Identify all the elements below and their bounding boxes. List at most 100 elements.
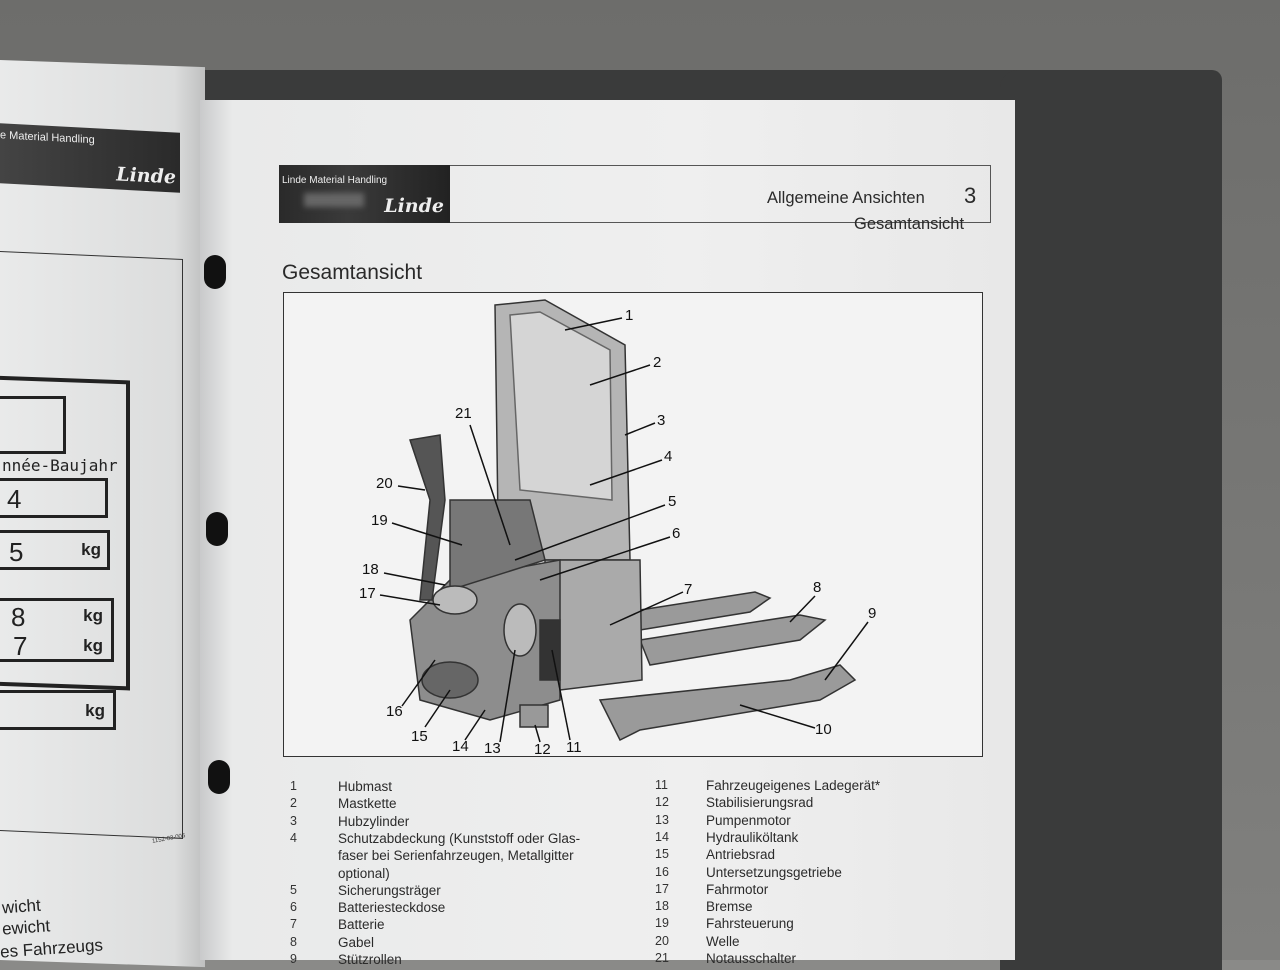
legend-number: 16 [655,864,669,879]
legend-text: Batteriesteckdose [338,900,446,916]
unit-label: kg [83,636,103,655]
legend-number: 1 [290,779,297,793]
callout-lines [379,317,869,743]
subsection-title: Gesamtansicht [854,215,965,233]
callout-2: 2 [653,354,662,371]
legend-number: 3 [290,813,297,828]
tiller [409,434,446,601]
motor [432,585,478,615]
callout-4: 4 [664,448,673,465]
callout-16: 16 [386,703,403,720]
legend-text: Pumpenmotor [706,812,791,828]
callout-11: 11 [566,739,582,756]
legend-number: 9 [290,952,297,966]
mast-grid [509,311,613,501]
legend-text: Fahrsteuerung [706,916,794,932]
legend-number: 2 [290,796,297,811]
legend-number: 12 [655,795,669,810]
callout-19: 19 [371,512,388,529]
legend-number: 14 [655,829,669,844]
callout-18: 18 [362,561,379,578]
section-number: 3 [964,183,977,208]
callout-5: 5 [668,493,677,510]
plate-value: 5 [9,537,24,567]
legend-text: Fahrmotor [706,881,769,897]
charger [539,619,561,681]
legend-text: Fahrzeugeigenes Ladegerät* [706,778,881,793]
legend-text: Sicherungsträger [338,882,441,898]
plate-field-4: 4 [0,478,108,518]
callout-9: 9 [868,605,877,622]
plate-value: 8 [11,602,26,632]
drive-wheel [421,661,479,699]
legend-text: optional) [338,865,390,881]
legend-text: Hubzylinder [338,813,410,829]
legend-text: Untersetzungsgetriebe [706,864,842,880]
stabilizer-wheel [519,704,549,728]
callout-15: 15 [411,728,428,745]
type-plate-field [0,396,66,454]
binder-ring [204,255,226,289]
legend-number: 8 [290,934,297,949]
brand-name: Linde Material Handling [282,175,388,186]
callout-13: 13 [484,740,501,757]
legend-number: 13 [655,812,669,827]
callout-17: 17 [359,585,376,602]
callout-10: 10 [815,721,832,738]
pump-motor [503,603,537,657]
legend-text: Welle [706,933,740,949]
plate-value: 4 [7,484,22,514]
legend-number: 18 [655,899,669,914]
plate-field-5: 5 kg [0,530,110,570]
legend-text: Schutzabdeckung (Kunststoff oder Glas- [338,830,581,846]
legend-text: Stützrollen [338,952,402,967]
section-title: Allgemeine Ansichten [767,189,925,207]
legend-text: Batterie [338,917,385,933]
callout-1: 1 [625,307,634,324]
legend-number: 6 [290,900,297,915]
binder-ring [208,760,230,794]
callout-8: 8 [813,579,822,596]
fork-middle [638,614,827,666]
legend-number: 15 [655,847,669,862]
callout-3: 3 [657,412,666,429]
legend-text: Gabel [338,934,375,950]
fork-right [598,664,857,742]
legend-text: Hydrauliköltank [706,829,799,845]
binder-ring [206,512,228,546]
legend-number: 21 [655,951,669,965]
legend-text: Mastkette [338,796,397,812]
callout-6: 6 [672,525,681,542]
legend-number: 7 [290,917,297,932]
unit-label: kg [81,540,101,559]
legend-text: Antriebsrad [706,847,776,863]
legend-number: 5 [290,882,297,897]
legend-number: 20 [655,933,669,948]
legend-text: Hubmast [338,779,393,794]
unit-label: kg [85,701,105,720]
legend-text: faser bei Serienfahrzeugen, Metallgitter [338,848,574,864]
callout-20: 20 [376,475,393,492]
legend-number: 19 [655,916,669,931]
legend-text: Stabilisierungsrad [706,795,814,811]
page-title: Gesamtansicht [282,261,423,284]
legend-number: 11 [655,778,668,792]
plate-year-label: nnée-Baujahr [2,456,118,475]
legend-number: 4 [290,830,297,845]
legend-text: Bremse [706,899,753,915]
plate-value: 7 [13,631,28,661]
control-unit [449,499,546,592]
callout-21: 21 [455,405,472,422]
callout-12: 12 [534,741,551,758]
linde-logo: Linde [384,195,444,217]
unit-label: kg [83,606,103,625]
plate-field-weight: kg [0,690,116,730]
logo-graphic [304,193,364,207]
legend-text: Notausschalter [706,951,797,966]
callout-7: 7 [684,581,693,598]
binder-cover [1000,70,1222,970]
brand-logo: Linde Material Handling Linde [279,165,450,223]
legend-number: 17 [655,881,669,896]
